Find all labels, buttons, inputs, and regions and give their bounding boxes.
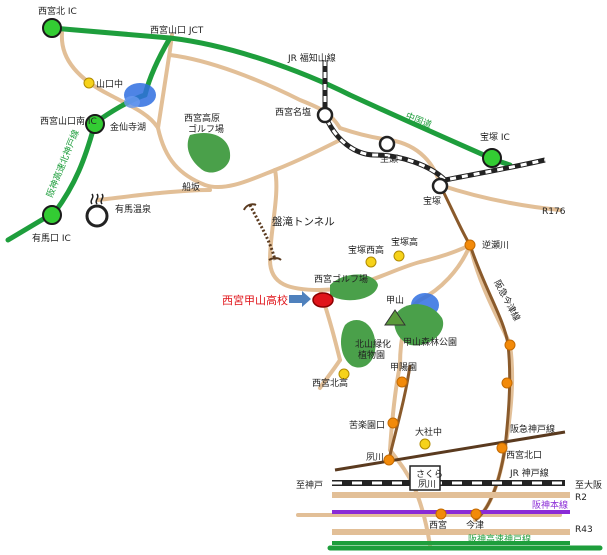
label-imazu: 今津 <box>466 519 484 531</box>
label-r43: R43 <box>575 525 593 535</box>
bantaki-tunnel <box>248 204 277 261</box>
hanshin-main-line <box>332 510 570 514</box>
label-takarazuka-nishi: 宝塚西高 <box>348 244 384 256</box>
label-hanshin-kobe: 阪神高速神戸線 <box>468 533 531 545</box>
target-arrow-icon <box>289 291 311 307</box>
takarazuka-ko-icon <box>393 250 405 262</box>
kitayama-garden-shape <box>340 320 376 368</box>
jr-fukuchiyama-line <box>322 60 546 183</box>
label-takahara-golf-1: 西宮高原 <box>184 112 220 124</box>
label-nishinomiya-najio: 西宮名塩 <box>275 106 311 118</box>
label-taisha-chu: 大社中 <box>415 426 442 438</box>
takarazuka-nishi-icon <box>365 256 377 268</box>
label-nishinomiya-golf: 西宮ゴルフ場 <box>314 273 368 285</box>
jr-station-markers <box>316 106 449 195</box>
label-nishinomiya-yamaguchi-jct: 西宮山口 JCT <box>150 24 204 36</box>
label-sakura: さくら <box>416 469 443 480</box>
label-nishinomiya-st: 西宮 <box>429 519 447 531</box>
label-kabutoyama-park: 甲山森林公園 <box>403 336 457 348</box>
label-shukugawa-box: 夙川 <box>418 479 436 490</box>
kurakuenguchi-station-icon <box>387 417 399 429</box>
label-takarazuka-ko: 宝塚高 <box>391 236 418 248</box>
label-nishinomiya-kitaguchi: 西宮北口 <box>506 449 542 461</box>
label-kitayama-2: 植物園 <box>358 349 385 361</box>
label-shukugawa: 夙川 <box>366 452 384 463</box>
label-koyoen: 甲陽園 <box>390 362 417 373</box>
label-takarazuka-ic: 宝塚 IC <box>480 131 510 143</box>
onsen-icon <box>85 193 109 228</box>
imazu-line <box>468 244 512 522</box>
label-jr-kobe: JR 神戸線 <box>509 467 549 479</box>
shukugawa-station-icon <box>383 454 395 466</box>
label-kanasenji-lake: 金仙寺湖 <box>110 121 146 133</box>
jr-kobe-line <box>332 480 565 486</box>
tunnel-end-top <box>243 203 257 211</box>
label-namaze: 生瀬 <box>380 153 398 165</box>
tunnel-end-bottom <box>268 257 282 261</box>
kanasenji-lake-shape <box>124 83 156 108</box>
nishinomiya-kitaguchi-station-icon <box>501 377 513 389</box>
label-hanshin-north: 阪神高速北神戸線 <box>44 128 82 199</box>
label-funasaka: 船坂 <box>182 181 200 193</box>
label-nishinomiya-kita-ic: 西宮北 IC <box>38 5 77 17</box>
arimaguchi-ic-icon <box>42 205 62 225</box>
r2-road <box>332 492 570 498</box>
nishinomiya-kita-ko-icon <box>338 368 350 380</box>
label-jr-fukuchiyama: JR 福知山線 <box>287 52 336 64</box>
imazu-station-icon <box>470 508 482 520</box>
label-sakasegawa: 逆瀬川 <box>482 239 509 251</box>
label-r176: R176 <box>542 207 566 217</box>
label-to-kobe: 至神戸 <box>296 479 323 491</box>
label-to-osaka: 至大阪 <box>575 479 602 491</box>
label-r2: R2 <box>575 493 587 503</box>
hankyu-kobe-line <box>334 430 566 472</box>
nishinomiya-golf-shape <box>330 274 378 301</box>
river-lower <box>388 364 412 456</box>
label-hanshin-main: 阪神本線 <box>532 499 568 511</box>
hanshin-kobe-expressway <box>332 541 570 545</box>
label-bantaki-tunnel: 盤滝トンネル <box>272 215 335 228</box>
label-arimaguchi-ic: 有馬口 IC <box>32 232 71 244</box>
nishinomiya-najio-station-icon <box>316 106 334 124</box>
target-school-marker[interactable] <box>312 292 334 308</box>
kabutoyama-mountain-icon <box>384 309 406 326</box>
namaze-station-icon <box>378 135 396 153</box>
sakasegawa-station-icon <box>464 239 476 251</box>
school-markers <box>83 77 431 450</box>
label-arima-onsen: 有馬温泉 <box>115 203 151 215</box>
nishinomiya-station-icon <box>435 508 447 520</box>
taisha-chu-icon <box>419 438 431 450</box>
takarazuka-station-icon <box>431 177 449 195</box>
takarazuka-ic-icon <box>482 148 502 168</box>
koyoen-station-icon <box>396 376 408 388</box>
sakura-shukugawa-box <box>409 465 441 491</box>
label-target-school[interactable]: 西宮甲山高校 <box>222 293 288 307</box>
nishinomiya-kita-ic-icon <box>42 18 62 38</box>
r43-road <box>332 529 570 535</box>
yamaguchi-chu-icon <box>83 77 95 89</box>
takahara-golf-shape <box>187 132 231 173</box>
label-yamaguchi-chu: 山口中 <box>96 78 123 90</box>
label-nishinomiya-kita-ko: 西宮北高 <box>312 377 348 389</box>
kabutoyama-park-shape <box>394 304 444 346</box>
hankyu-station-markers <box>383 239 516 520</box>
interchange-markers <box>42 18 502 225</box>
label-kurakuenguchi: 苦楽園口 <box>349 419 385 431</box>
label-kitayama-1: 北山緑化 <box>355 338 391 350</box>
nishinomiya-yamaguchi-minami-ic-icon <box>85 114 105 134</box>
label-kabutoyama: 甲山 <box>386 295 404 306</box>
label-takarazuka-st: 宝塚 <box>423 195 441 207</box>
label-hankyu-kobe: 阪急神戸線 <box>510 423 555 435</box>
label-nishinomiya-yamaguchi-minami-ic: 西宮山口南 IC <box>40 115 97 127</box>
label-takahara-golf-2: ゴルフ場 <box>188 123 224 135</box>
